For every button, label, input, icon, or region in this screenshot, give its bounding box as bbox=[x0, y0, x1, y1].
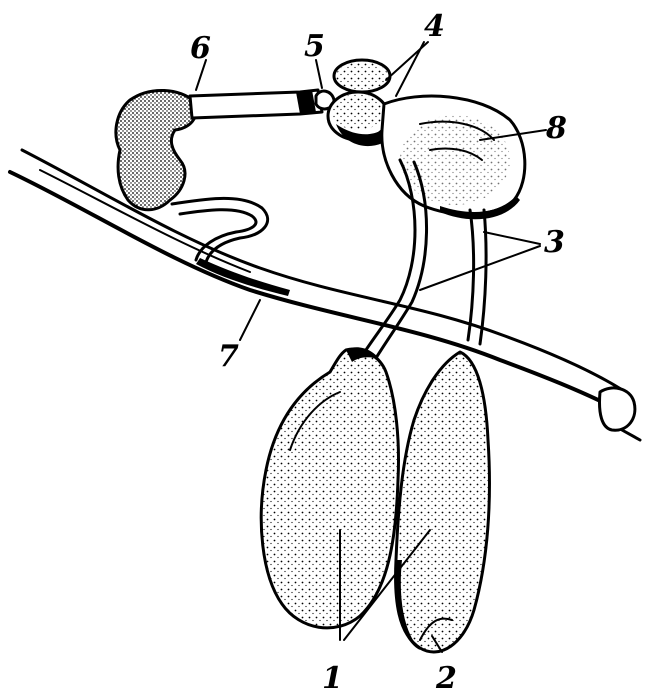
sac-2 bbox=[395, 352, 489, 652]
label-3: 3 bbox=[544, 225, 565, 260]
label-8: 8 bbox=[545, 111, 567, 146]
label-6: 6 bbox=[190, 31, 211, 66]
label-2: 2 bbox=[435, 661, 457, 694]
label-5: 5 bbox=[304, 29, 325, 64]
oval-organ-8 bbox=[382, 96, 525, 219]
label-1: 1 bbox=[322, 661, 343, 694]
sac-1 bbox=[261, 347, 398, 628]
label-7: 7 bbox=[218, 339, 239, 374]
convoluted-duct-6 bbox=[116, 90, 322, 262]
label-4: 4 bbox=[424, 9, 445, 44]
